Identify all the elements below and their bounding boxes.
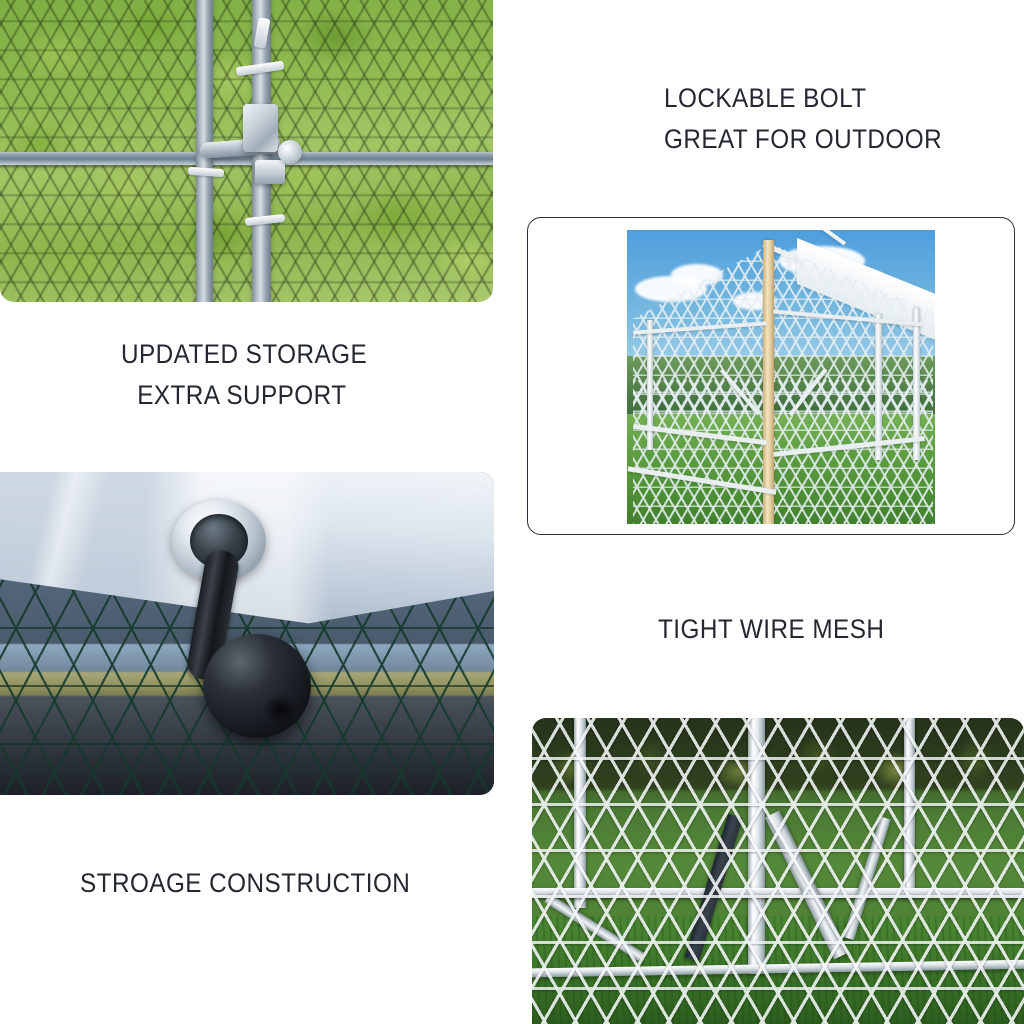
latch-washer <box>278 140 302 164</box>
caption-storage-construction: STROAGE CONSTRUCTION <box>80 863 410 904</box>
caption-lockable-bolt-line2: GREAT FOR OUTDOOR <box>664 124 943 155</box>
hex-wire-mesh-overlay <box>532 718 1024 1024</box>
caption-storage-construction-line1: STROAGE CONSTRUCTION <box>80 868 411 898</box>
coop-post-left <box>647 320 653 450</box>
caption-updated-storage-line1: UPDATED STORAGE <box>121 339 368 369</box>
lockable-bolt-latch <box>243 104 278 152</box>
caption-updated-storage: UPDATED STORAGE EXTRA SUPPORT <box>121 334 367 416</box>
roof-slope-left <box>670 230 847 246</box>
panel-coop-card <box>527 217 1015 535</box>
bungee-ball-toggle <box>203 634 311 738</box>
caption-updated-storage-line2: EXTRA SUPPORT <box>137 380 347 411</box>
caption-lockable-bolt-line1: LOCKABLE BOLT <box>664 83 867 113</box>
caption-tight-wire-mesh-line1: TIGHT WIRE MESH <box>658 614 885 644</box>
caption-lockable-bolt: LOCKABLE BOLT GREAT FOR OUTDOOR <box>664 78 942 160</box>
caption-tight-wire-mesh: TIGHT WIRE MESH <box>658 609 884 650</box>
latch-nut <box>255 160 285 184</box>
coop-post-right-b <box>913 308 920 460</box>
panel-storage-construction-photo <box>0 472 494 795</box>
coop-photo <box>627 230 935 524</box>
panel-lockable-bolt-photo <box>0 0 493 302</box>
horizontal-rail <box>0 152 493 165</box>
panel-tight-wire-mesh-photo <box>532 718 1024 1024</box>
coop-corner-post <box>763 240 774 524</box>
coop-post-right-a <box>875 314 882 460</box>
